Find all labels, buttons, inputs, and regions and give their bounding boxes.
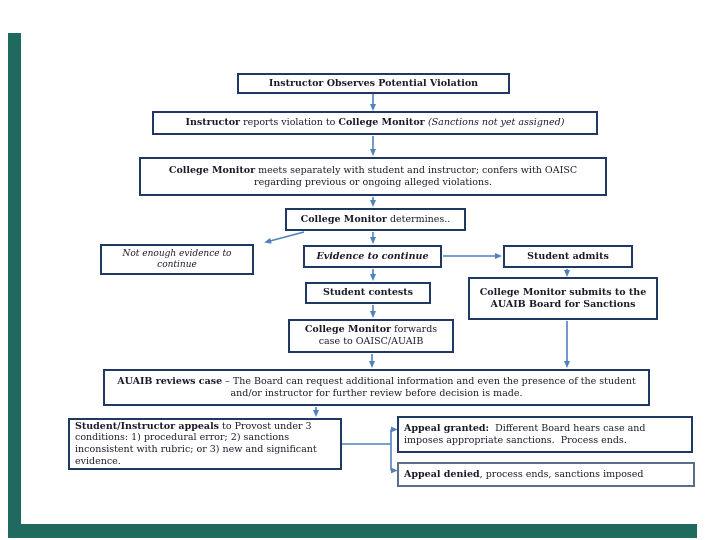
flow-box-appeal-granted: Appeal granted: Different Board hears ca… [397, 416, 693, 453]
flow-box-student-contests: Student contests [305, 282, 431, 304]
flow-box-appeal-denied: Appeal denied, process ends, sanctions i… [397, 462, 695, 487]
flow-box-evidence-to-continue: Evidence to continue [303, 245, 442, 268]
slide-accent-bottom-bar [8, 524, 697, 538]
flow-box-instructor-observes: Instructor Observes Potential Violation [237, 73, 510, 94]
slide-accent-left-bar [8, 33, 21, 538]
flow-box-auaib-reviews: AUAIB reviews case – The Board can reque… [103, 369, 650, 406]
flow-box-not-enough-evidence: Not enough evidence to continue [100, 244, 254, 275]
arrow-determines-to-no-evidence [264, 231, 305, 244]
flow-box-monitor-forwards: College Monitor forwards case to OAISC/A… [288, 319, 454, 353]
flow-box-monitor-determines: College Monitor determines.. [285, 208, 466, 231]
flow-box-instructor-reports: Instructor reports violation to College … [152, 111, 598, 135]
flow-box-student-admits: Student admits [503, 245, 633, 268]
flow-box-monitor-meets: College Monitor meets separately with st… [139, 157, 607, 196]
flow-box-monitor-submits: College Monitor submits to the AUAIB Boa… [468, 277, 658, 320]
connector-appeals-branch [342, 429, 392, 471]
flow-box-appeals: Student/Instructor appeals to Provost un… [68, 418, 342, 470]
